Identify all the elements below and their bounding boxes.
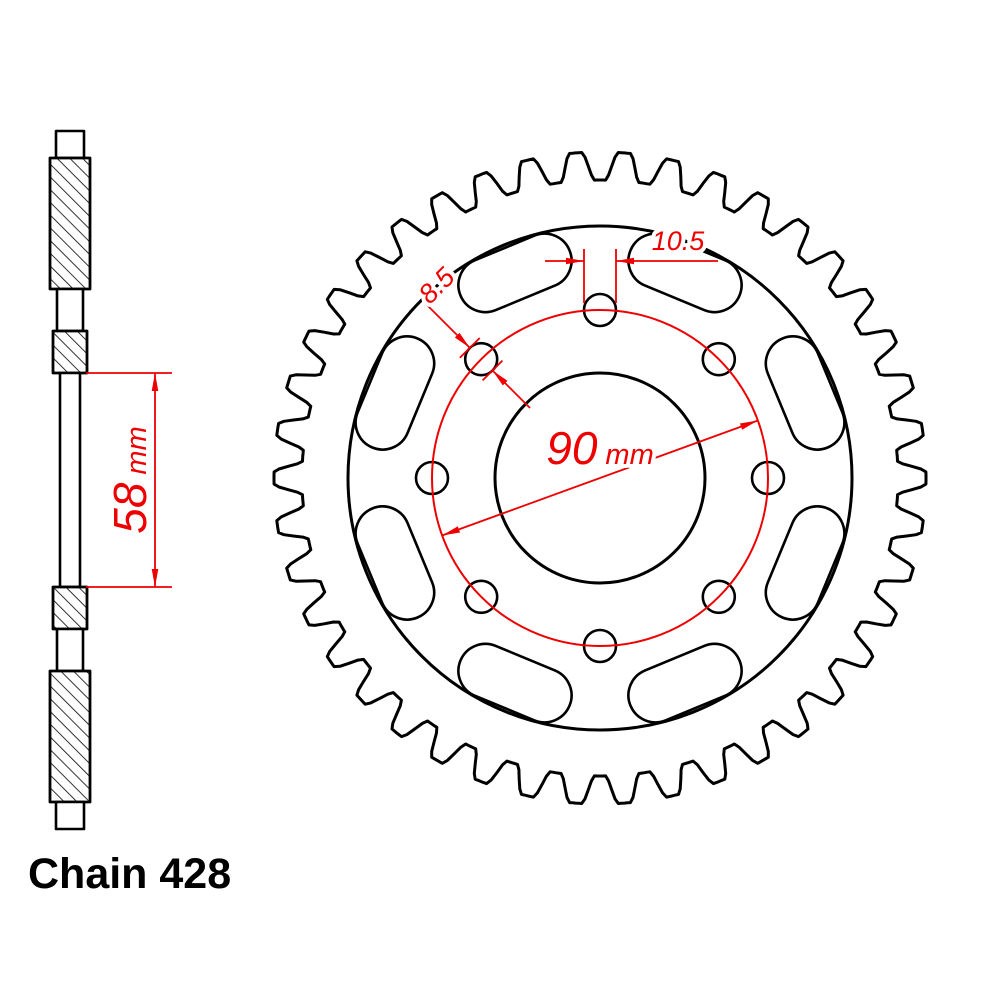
dimension-58mm xyxy=(86,372,172,588)
lightening-slots xyxy=(354,232,846,724)
lightening-slot xyxy=(627,232,743,314)
plate-circle xyxy=(346,224,854,732)
hub-cap-bottom xyxy=(54,800,86,831)
side-view xyxy=(48,129,92,831)
dimension-90mm xyxy=(441,419,759,537)
chain-size-label: Chain 428 xyxy=(28,850,231,898)
dimension-10-5-label: 10.5 xyxy=(652,226,706,256)
hub-cap-top xyxy=(54,129,86,160)
lightening-slot xyxy=(627,642,743,724)
hub-center xyxy=(58,371,82,589)
section-hatch-top-inner xyxy=(51,329,89,375)
bolt-circle-diameter-line xyxy=(431,309,769,647)
section-hatch-bottom-inner xyxy=(51,585,89,631)
dimension-8-5 xyxy=(423,301,531,409)
lightening-slot xyxy=(354,505,436,621)
neck-top xyxy=(55,287,85,333)
neck-bottom xyxy=(55,627,85,673)
dimension-58-label: 58mm xyxy=(104,426,156,534)
lightening-slot xyxy=(764,505,846,621)
lightening-slot xyxy=(457,642,573,724)
lightening-slot xyxy=(457,232,573,314)
section-hatch-bottom-outer xyxy=(48,669,92,804)
dimension-10-5 xyxy=(545,249,718,303)
lightening-slot xyxy=(354,335,436,451)
section-hatch-top-outer xyxy=(48,156,92,291)
lightening-slot xyxy=(764,335,846,451)
